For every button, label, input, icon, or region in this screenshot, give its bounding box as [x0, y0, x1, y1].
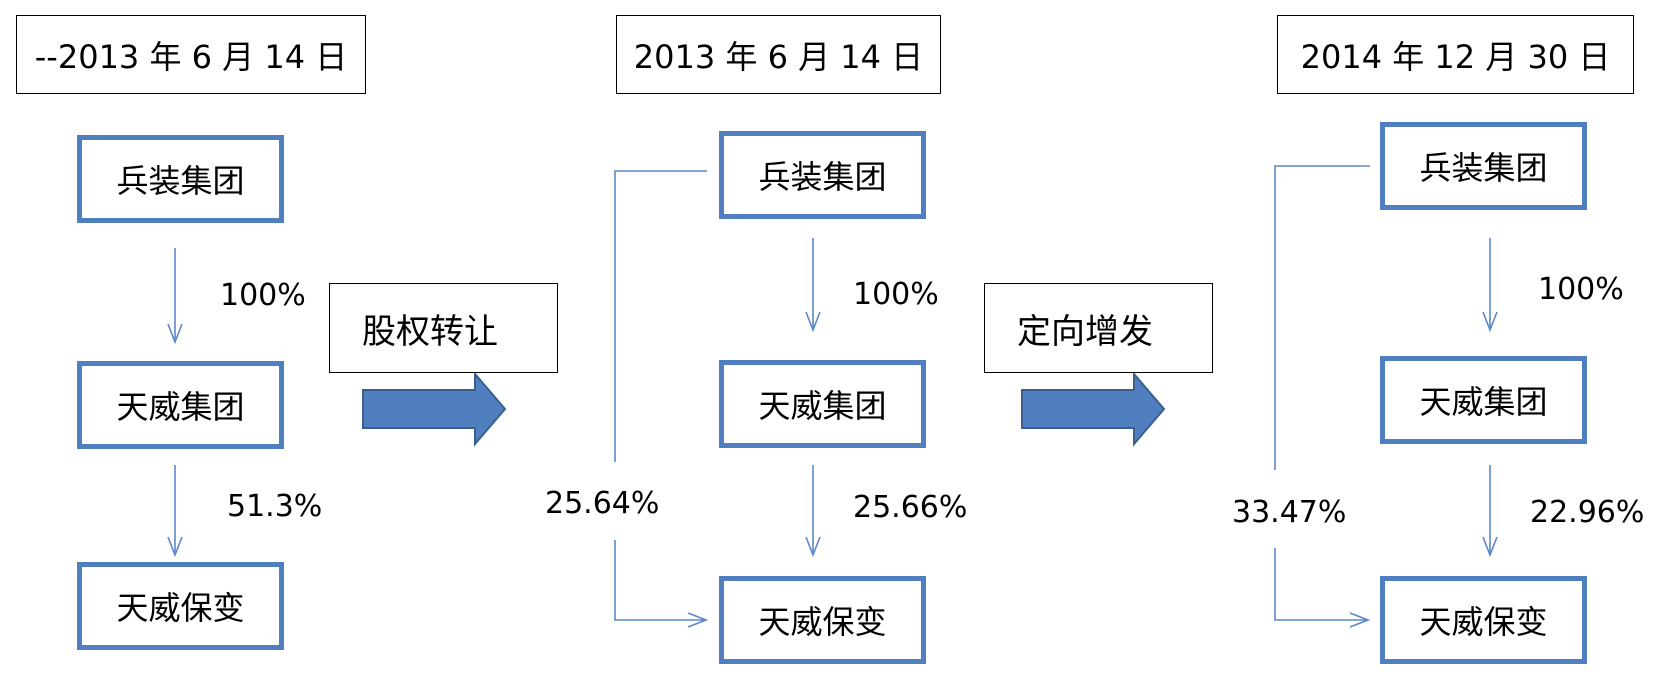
date-label-col3: 2014 年 12 月 30 日 [1277, 15, 1634, 94]
transition-label-2: 定向增发 [984, 283, 1213, 373]
entity-col2-middle: 天威集团 [719, 360, 926, 448]
date-label-col1: --2013 年 6 月 14 日 [16, 15, 366, 94]
entity-col2-top: 兵装集团 [719, 131, 926, 219]
pct-col1-mid-bottom: 51.3% [227, 489, 323, 524]
block-arrow-1 [362, 371, 507, 447]
entity-col1-top: 兵装集团 [77, 135, 284, 223]
pct-col3-top-mid: 100% [1538, 272, 1624, 307]
entity-col2-bottom: 天威保变 [719, 576, 926, 664]
pct-col2-mid-bottom: 25.66% [853, 490, 968, 525]
pct-col3-mid-bottom: 22.96% [1530, 495, 1645, 530]
direct-line-col2-top [614, 170, 707, 462]
entity-col1-bottom: 天威保变 [77, 562, 284, 650]
block-arrow-2 [1021, 371, 1166, 447]
pct-col1-top-mid: 100% [220, 278, 306, 313]
entity-col3-middle: 天威集团 [1380, 356, 1587, 444]
direct-line-col3-top [1274, 165, 1370, 470]
entity-col1-middle: 天威集团 [77, 361, 284, 449]
pct-col2-direct: 25.64% [545, 486, 660, 521]
direct-arrow-col3-bottom [1274, 548, 1368, 620]
pct-col2-top-mid: 100% [853, 277, 939, 312]
entity-col3-top: 兵装集团 [1380, 122, 1587, 210]
date-label-col2: 2013 年 6 月 14 日 [616, 15, 941, 94]
entity-col3-bottom: 天威保变 [1380, 576, 1587, 664]
transition-label-1: 股权转让 [329, 283, 558, 373]
direct-arrow-col2-bottom [614, 540, 706, 620]
pct-col3-direct: 33.47% [1232, 495, 1347, 530]
